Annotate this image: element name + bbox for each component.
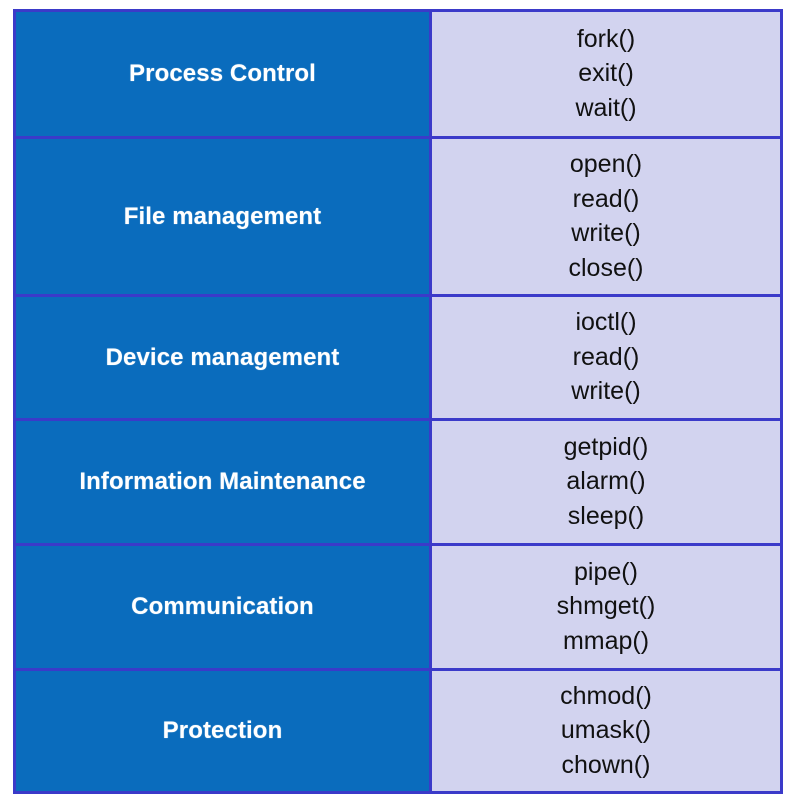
syscall-name: fork()	[576, 24, 636, 53]
category-cell: Protection	[13, 668, 432, 794]
syscalls-cell: getpid() alarm() sleep()	[429, 418, 783, 546]
category-label: Device management	[105, 343, 340, 371]
category-label: Information Maintenance	[79, 468, 366, 496]
syscall-name: shmget()	[556, 592, 656, 621]
category-cell: Communication	[13, 543, 432, 671]
syscall-name: wait()	[575, 93, 637, 122]
category-label: Protection	[162, 717, 283, 745]
syscall-name: write()	[571, 377, 641, 406]
syscall-name: mmap()	[562, 626, 650, 655]
syscalls-cell: fork() exit() wait()	[429, 9, 783, 139]
table-row: Communication pipe() shmget() mmap()	[13, 543, 783, 671]
table-row: File management open() read() write() close(…	[13, 136, 783, 297]
category-label: Process Control	[129, 60, 316, 88]
syscall-name: exit()	[578, 59, 634, 88]
syscalls-cell: ioctl() read() write()	[429, 294, 783, 421]
syscall-name: read()	[572, 342, 640, 371]
table-row: Information Maintenance getpid() alarm() sl…	[13, 418, 783, 546]
table-row: Device management ioctl() read() write()	[13, 294, 783, 421]
syscalls-cell: pipe() shmget() mmap()	[429, 543, 783, 671]
syscalls-cell: open() read() write() close()	[429, 136, 783, 297]
syscall-name: open()	[569, 150, 643, 178]
category-label: File management	[123, 202, 322, 230]
syscall-name: getpid()	[563, 432, 649, 461]
syscall-name: chmod()	[560, 681, 652, 710]
category-cell: Information Maintenance	[13, 418, 432, 546]
category-cell: File management	[13, 136, 432, 297]
syscalls-cell: chmod() umask() chown()	[429, 668, 783, 794]
syscall-name: alarm()	[566, 467, 646, 496]
category-cell: Device management	[13, 294, 432, 421]
syscall-name: chown()	[561, 750, 651, 779]
category-cell: Process Control	[13, 9, 432, 139]
syscall-name: umask()	[560, 716, 652, 745]
syscall-name: sleep()	[567, 501, 645, 530]
syscall-name: pipe()	[574, 557, 638, 586]
syscall-name: write()	[571, 219, 641, 247]
syscall-category-table: Process Control fork() exit() wait() File ma…	[13, 9, 783, 794]
category-label: Communication	[131, 593, 314, 621]
table-body: Process Control fork() exit() wait() File ma…	[13, 9, 783, 794]
syscall-name: close()	[568, 253, 644, 282]
syscall-name: ioctl()	[575, 308, 637, 337]
syscall-name: read()	[572, 184, 640, 213]
table-row: Process Control fork() exit() wait()	[13, 9, 783, 139]
table-row: Protection chmod() umask() chown()	[13, 668, 783, 794]
